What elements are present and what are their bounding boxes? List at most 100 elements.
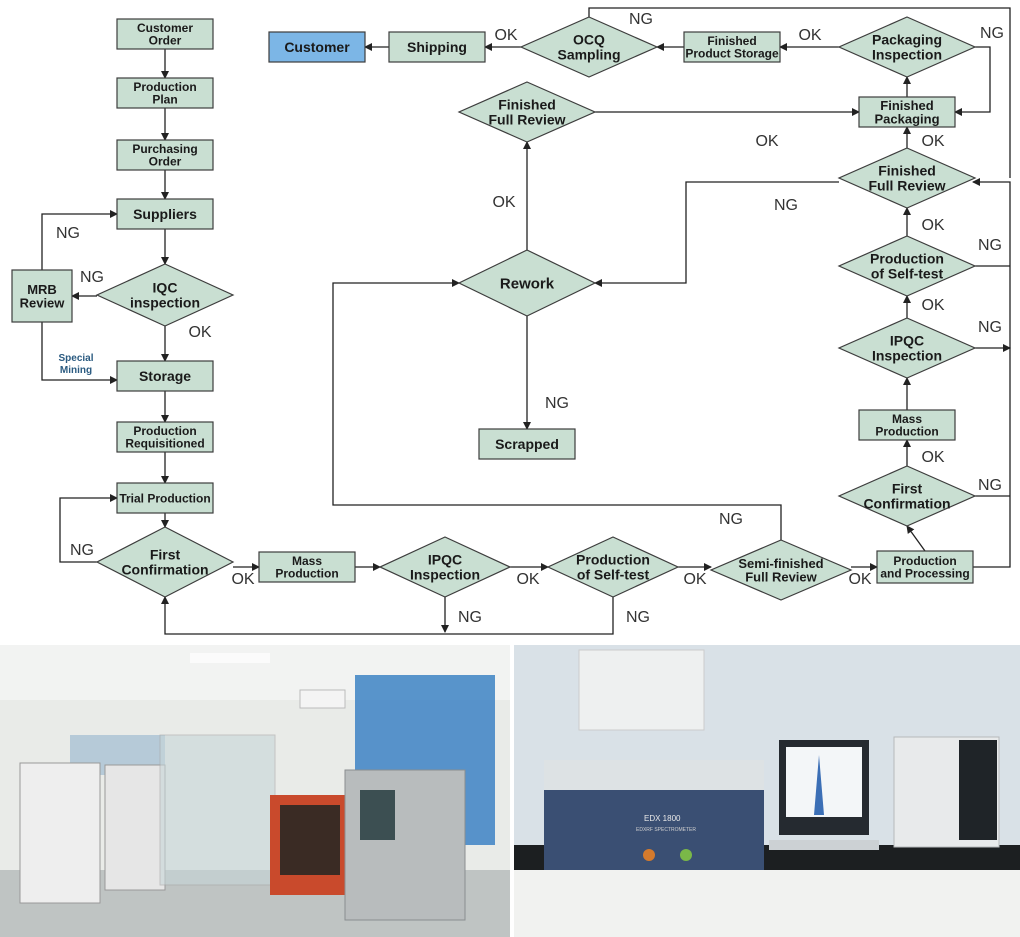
flow-label-ok: OK (921, 449, 944, 466)
flow-connector (59, 494, 118, 563)
edx-1800-spectrometer-photo: EDX 1800 EDXRF SPECTROMETER (514, 645, 1020, 937)
flow-label-ng: NG (56, 225, 80, 242)
flow-label-ok: OK (516, 571, 539, 588)
flow-connector (41, 210, 118, 270)
node-label: Shipping (407, 39, 467, 55)
flow-connector (332, 279, 782, 540)
node-trial-production: Trial Production (116, 482, 214, 514)
flow-label-ng: NG (774, 197, 798, 214)
flow-label-ok: OK (921, 133, 944, 150)
flow-label-ng: NG (978, 477, 1002, 494)
flow-connector (972, 178, 1011, 568)
flow-label-ok: OK (921, 217, 944, 234)
node-scrapped: Scrapped (478, 428, 576, 460)
flow-label-ok: OK (494, 27, 517, 44)
flow-label-ok: OK (188, 324, 211, 341)
flow-connector (594, 181, 839, 287)
node-label: Rework (500, 275, 555, 292)
flow-label-ng: NG (719, 511, 743, 528)
flow-label-ok: OK (921, 297, 944, 314)
node-shipping: Shipping (388, 31, 486, 63)
flow-label-ng: NG (80, 269, 104, 286)
flow-connector (41, 322, 118, 384)
flow-connector (588, 7, 1011, 178)
node-rework: Rework (457, 249, 597, 317)
flow-connector (954, 46, 991, 116)
node-storage: Storage (116, 360, 214, 392)
flow-label-ng: NG (978, 237, 1002, 254)
testing-lab-photo (0, 645, 510, 937)
flow-connector (906, 525, 926, 552)
node-label: Scrapped (495, 436, 559, 452)
flow-label-ng: NG (978, 319, 1002, 336)
flow-connector (161, 596, 614, 635)
node-suppliers: Suppliers (116, 198, 214, 230)
flow-label-ok: OK (798, 27, 821, 44)
node-customer: Customer (268, 31, 366, 63)
spectrometer-sublabel: EDXRF SPECTROMETER (636, 827, 696, 833)
node-label: Trial Production (119, 491, 210, 505)
flow-label-ng: NG (458, 609, 482, 626)
flow-label-ok: OK (848, 571, 871, 588)
flow-label-ng: NG (70, 542, 94, 559)
flow-label-ok: OK (755, 133, 778, 150)
node-label: Customer (284, 39, 350, 55)
flow-label-ng: NG (545, 395, 569, 412)
flow-label-ok: OK (683, 571, 706, 588)
spectrometer-label: EDX 1800 (644, 814, 681, 823)
flow-label-ok: OK (231, 571, 254, 588)
flow-label-ng: NG (980, 25, 1004, 42)
flow-label-ng: NG (626, 609, 650, 626)
node-label: Storage (139, 368, 191, 384)
flow-label-ng: NG (629, 11, 653, 28)
flow-label-ok: OK (492, 194, 515, 211)
node-label: Suppliers (133, 206, 197, 222)
